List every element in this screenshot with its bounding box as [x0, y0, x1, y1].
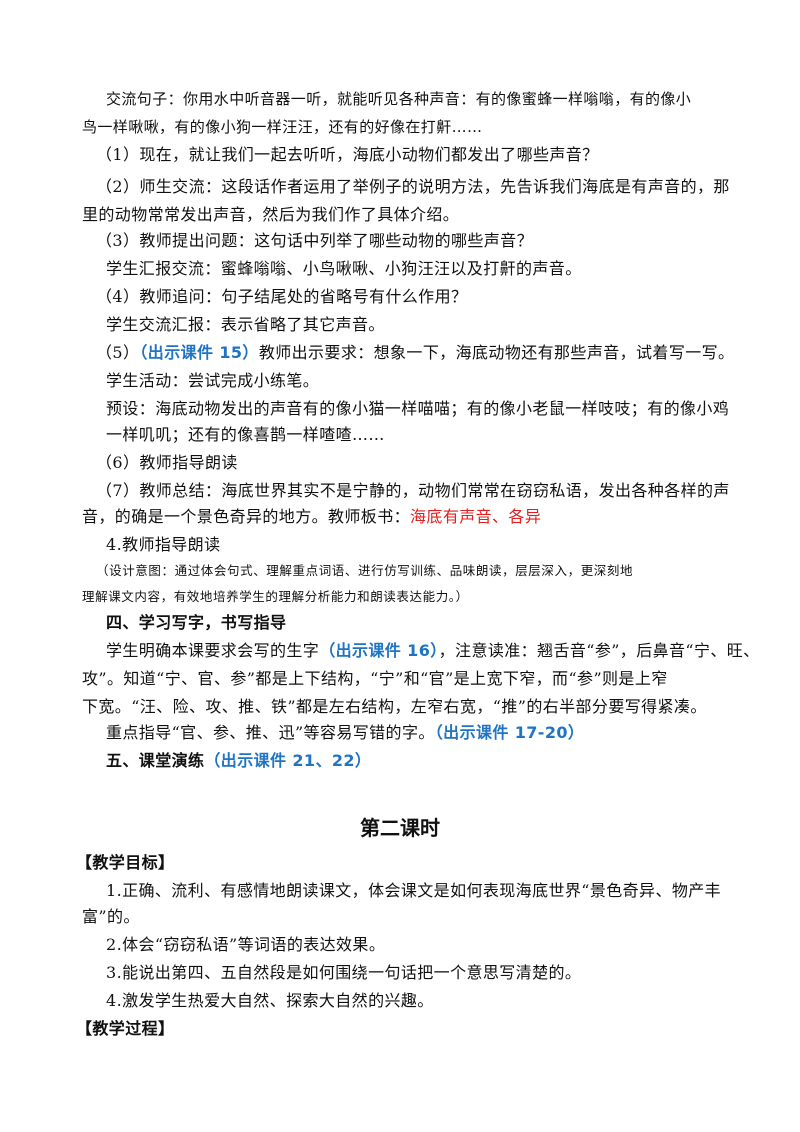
section-4-p2: 重点指导“官、参、推、迅”等容易写错的字。（出示课件 17-20） [106, 722, 584, 744]
item-5: （5）（出示课件 15）教师出示要求：想象一下，海底动物还有那些声音，试着写一写… [96, 342, 734, 364]
item-2-line-2: 里的动物常常发出声音，然后为我们作了具体介绍。 [82, 205, 460, 224]
design-note-line-2: 理解课文内容，有效地培养学生的理解分析能力和朗读表达能力。） [82, 589, 469, 604]
item-4: （4）教师追问：句子结尾处的省略号有什么作用？ [96, 287, 468, 306]
section-4-p1-line-3: 下宽。“汪、险、攻、推、铁”都是左右结构，左窄右宽，“推”的右半部分要写得紧凑。 [82, 697, 707, 716]
courseware-ref-21-22: （出示课件 21、22） [204, 751, 372, 770]
item-1: （1）现在，就让我们一起去听听，海底小动物们都发出了哪些声音？ [96, 145, 599, 164]
item-7-line-1: （7）教师总结：海底世界其实不是宁静的，动物们常常在窃窃私语，发出各种各样的声 [96, 481, 730, 500]
goal-4: 4.激发学生热爱大自然、探索大自然的兴趣。 [106, 991, 434, 1010]
item-2-line-1: （2）师生交流：这段话作者运用了举例子的说明方法，先告诉我们海底是有声音的，那 [96, 177, 730, 196]
design-note-line-1: （设计意图：通过体会句式、理解重点词语、进行仿写训练、品味朗读，层层深入，更深刻… [96, 563, 634, 578]
quote-line-1: 交流句子：你用水中听音器一听，就能听见各种声音：有的像蜜蜂一样嗡嗡，有的像小 [106, 90, 692, 108]
item-4-answer: 学生交流汇报：表示省略了其它声音。 [106, 315, 385, 334]
quote-line-2: 鸟一样啾啾，有的像小狗一样汪汪，还有的好像在打鼾…… [82, 118, 483, 136]
teaching-goals-heading: 【教学目标】 [76, 853, 175, 872]
teaching-process-heading: 【教学过程】 [76, 1019, 175, 1038]
courseware-ref-15: （出示课件 15） [139, 343, 259, 362]
goal-1-line-1: 1.正确、流利、有感情地朗读课文，体会课文是如何表现海底世界“景色奇异、物产丰 [106, 881, 722, 900]
section-5-heading: 五、课堂演练 [106, 751, 205, 770]
section-4-p1-line-2: 攻”。知道“宁、官、参”都是上下结构，“宁”和“官”是上宽下窄，而“参”则是上窄 [82, 669, 668, 688]
board-writing: 海底有声音、各异 [410, 507, 542, 526]
section-4-p1-text-b: ，注意读准：翘舌音“参”，后鼻音“宁、旺、 [438, 641, 760, 660]
goal-3: 3.能说出第四、五自然段是如何围绕一句话把一个意思写清楚的。 [106, 963, 582, 982]
item-5-prefix: （5） [96, 343, 140, 362]
section-5-heading-line: 五、课堂演练（出示课件 21、22） [106, 750, 371, 772]
goal-1-line-2: 富”的。 [82, 907, 140, 926]
goal-2: 2.体会“窃窃私语”等词语的表达效果。 [106, 935, 386, 954]
item-5-preset-line-2: 一样叽叽；还有的像喜鹊一样喳喳…… [106, 425, 385, 444]
item-5-activity: 学生活动：尝试完成小练笔。 [106, 371, 320, 390]
item-3-answer: 学生汇报交流：蜜蜂嗡嗡、小鸟啾啾、小狗汪汪以及打鼾的声音。 [106, 259, 582, 278]
lesson-2-title: 第二课时 [360, 816, 440, 840]
section-4-p1-text-a: 学生明确本课要求会写的生字 [106, 641, 320, 660]
item-7-line-2: 音，的确是一个景色奇异的地方。教师板书：海底有声音、各异 [82, 506, 541, 528]
item-3: （3）教师提出问题：这句话中列举了哪些动物的哪些声音？ [96, 231, 533, 250]
courseware-ref-17-20: （出示课件 17-20） [434, 723, 585, 742]
section-4-p1-line-1: 学生明确本课要求会写的生字（出示课件 16），注意读准：翘舌音“参”，后鼻音“宁… [106, 640, 760, 662]
item-6: （6）教师指导朗读 [96, 453, 238, 472]
item-5-text: 教师出示要求：想象一下，海底动物还有那些声音，试着写一写。 [258, 343, 735, 362]
item-7-text: 音，的确是一个景色奇异的地方。教师板书： [82, 507, 411, 526]
section-4-heading: 四、学习写字，书写指导 [106, 613, 287, 632]
item-5-preset-line-1: 预设：海底动物发出的声音有的像小猫一样喵喵；有的像小老鼠一样吱吱；有的像小鸡 [106, 399, 730, 418]
section-4-p2-text: 重点指导“官、参、推、迅”等容易写错的字。 [106, 723, 435, 742]
courseware-ref-16: （出示课件 16） [319, 641, 439, 660]
step-4: 4.教师指导朗读 [106, 535, 221, 554]
